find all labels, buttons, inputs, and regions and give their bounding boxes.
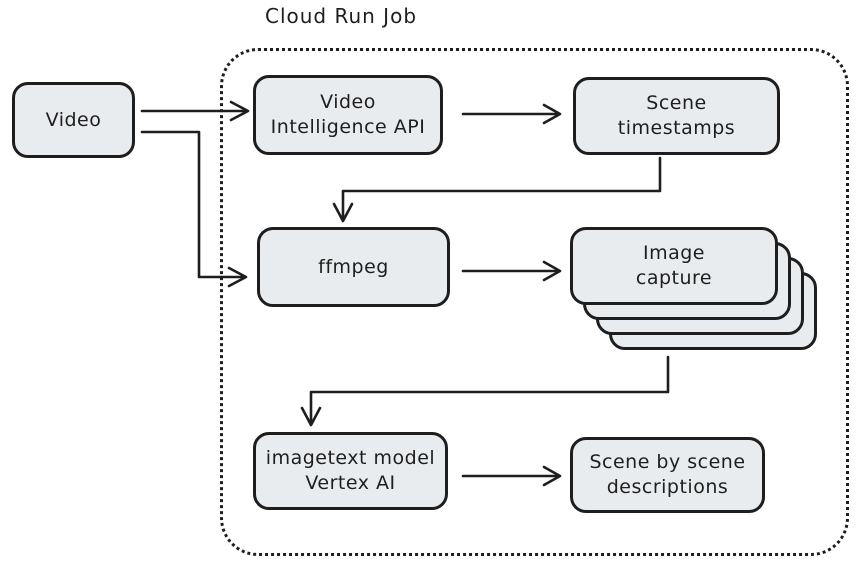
node-video-intelligence-api: Video Intelligence API <box>253 75 443 155</box>
node-scene-descriptions: Scene by scene descriptions <box>570 437 765 513</box>
node-scene-timestamps: Scene timestamps <box>573 77 780 155</box>
node-ffmpeg: ffmpeg <box>257 227 450 307</box>
node-scene-timestamps-label: Scene timestamps <box>617 92 736 139</box>
cloud-run-job-title: Cloud Run Job <box>264 4 418 28</box>
node-imagetext-vertex-ai: imagetext model Vertex AI <box>253 432 448 510</box>
node-image-capture-label: Image capture <box>635 242 713 289</box>
node-scene-descriptions-label: Scene by scene descriptions <box>589 451 746 498</box>
node-video-label: Video <box>45 108 102 131</box>
node-video-intelligence-api-label: Video Intelligence API <box>270 91 426 138</box>
node-video: Video <box>12 82 135 158</box>
node-imagetext-vertex-ai-label: imagetext model Vertex AI <box>265 447 436 494</box>
node-ffmpeg-label: ffmpeg <box>318 255 389 278</box>
cloud-run-job-container <box>220 48 849 556</box>
node-image-capture: Image capture <box>570 227 778 305</box>
